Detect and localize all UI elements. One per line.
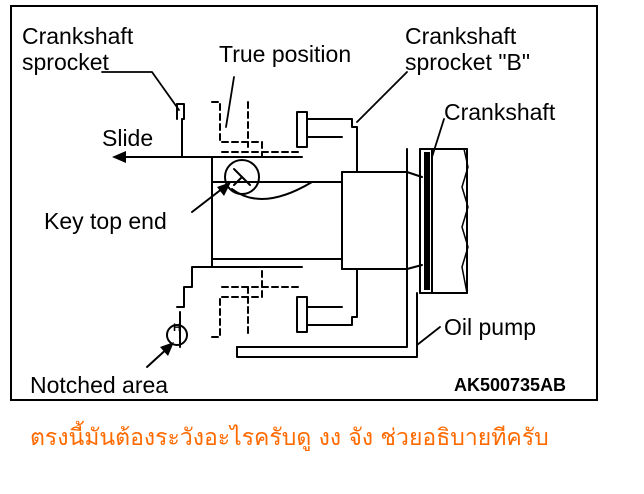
true-position-shape: [211, 101, 303, 338]
crankshaft-assembly-drawing: [101, 71, 469, 368]
notch-symbol: H: [173, 322, 181, 334]
figure-code: AK500735AB: [454, 375, 567, 395]
notched-area-circle: [166, 324, 188, 346]
label-crankshaft-sprocket-b: Crankshaft sprocket "B": [405, 23, 530, 75]
shaft-shape: [211, 171, 423, 270]
label-key-top-end: Key top end: [44, 208, 167, 234]
crankshaft-sprocket-b-shape: [296, 111, 358, 333]
diagram-frame: Crankshaft sprocket True position Cranks…: [10, 5, 598, 401]
crankshaft-shape: [419, 148, 469, 294]
label-crankshaft: Crankshaft: [444, 99, 556, 125]
label-oil-pump: Oil pump: [444, 314, 537, 340]
label-crankshaft-sprocket: Crankshaft sprocket: [22, 23, 134, 75]
crankshaft-sprocket-shape: [176, 103, 303, 348]
leader-lines: [101, 71, 445, 346]
key-mark: [233, 168, 251, 186]
label-slide: Slide: [102, 125, 154, 151]
label-true-position: True position: [219, 41, 352, 67]
label-notched-area: Notched area: [30, 372, 169, 398]
arrows: [112, 151, 231, 368]
key-top-end-circle: [224, 159, 260, 195]
question-caption: ตรงนี้มันต้องระวังอะไรครับดู งง จัง ช่วย…: [30, 425, 549, 451]
oil-pump-shape: [236, 148, 418, 358]
